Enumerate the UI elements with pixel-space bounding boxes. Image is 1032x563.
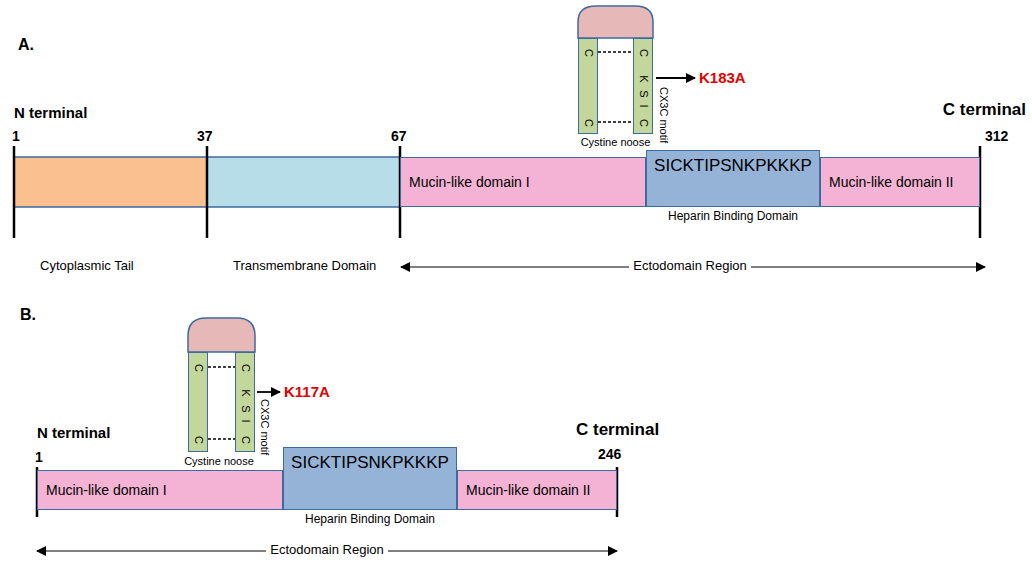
- residue-letter: K: [240, 389, 251, 396]
- mucin-domain-box: Mucin-like domain II: [457, 470, 617, 510]
- domain-label: Mucin-like domain I: [46, 482, 167, 499]
- residue-letter: C: [638, 49, 649, 57]
- terminus-label: C terminal: [576, 420, 659, 440]
- residue-letter: I: [240, 419, 251, 422]
- residue-number: 37: [197, 128, 213, 144]
- disulfide-bond: [208, 438, 235, 439]
- transmembrane-box: [207, 157, 400, 207]
- terminus-label: N terminal: [37, 424, 110, 441]
- region-label: Ectodomain Region: [266, 543, 387, 558]
- mucin-domain-box: Mucin-like domain I: [37, 470, 283, 510]
- mutation-label: K117A: [284, 383, 330, 400]
- cysteine-strand: CC: [578, 38, 598, 134]
- residue-number: 67: [391, 128, 407, 144]
- boundary-tick: [13, 146, 16, 238]
- mucin-domain-box: Mucin-like domain II: [820, 157, 980, 207]
- domain-label: Mucin-like domain I: [409, 174, 530, 191]
- residue-letter: S: [638, 90, 649, 97]
- domain-label: Mucin-like domain II: [829, 174, 954, 191]
- cytoplasmic-box: [14, 157, 207, 207]
- domain-label: Cytoplasmic Tail: [40, 259, 134, 274]
- residue-letter: C: [638, 119, 649, 127]
- terminus-label: N terminal: [14, 104, 87, 121]
- domain-label: Mucin-like domain II: [466, 482, 591, 499]
- sequence-text: SICKTIPSNKPKKKP: [291, 453, 449, 473]
- terminus-label: C terminal: [943, 100, 1026, 120]
- residue-letter: C: [240, 436, 251, 444]
- noose-label: Cystine noose: [184, 455, 254, 468]
- motif-label: CX3C motif: [657, 87, 670, 143]
- residue-number: 1: [12, 128, 20, 144]
- mucin-domain-box: Mucin-like domain I: [400, 157, 646, 207]
- cysteine-strand: C K S I C: [633, 38, 653, 134]
- residue-letter: C: [193, 364, 204, 372]
- residue-letter: I: [638, 104, 649, 107]
- panel-letter: B.: [20, 306, 36, 324]
- residue-letter: C: [193, 436, 204, 444]
- sequence-text: SICKTIPSNKPKKKP: [654, 156, 812, 176]
- disulfide-bond: [208, 366, 235, 367]
- disulfide-bond: [598, 51, 633, 52]
- residue-number: 246: [598, 446, 621, 462]
- mutation-arrow: [656, 77, 695, 79]
- residue-letter: C: [583, 49, 594, 57]
- mutation-arrow: [257, 391, 280, 393]
- motif-label: CX3C motif: [258, 399, 271, 455]
- noose-label: Cystine noose: [581, 136, 651, 149]
- domain-label: Transmembrane Domain: [233, 259, 376, 274]
- disulfide-bond: [598, 121, 633, 122]
- domain-label: Heparin Binding Domain: [668, 209, 798, 223]
- residue-letter: S: [240, 405, 251, 412]
- panel-letter: A.: [18, 36, 34, 54]
- residue-letter: C: [583, 119, 594, 127]
- noose-cap: [578, 6, 653, 38]
- residue-number: 1: [35, 449, 43, 465]
- heparin-binding-box: SICKTIPSNKPKKKPHeparin Binding Domain: [283, 447, 457, 510]
- heparin-binding-box: SICKTIPSNKPKKKPHeparin Binding Domain: [646, 150, 820, 207]
- residue-letter: K: [638, 75, 649, 82]
- cysteine-strand: C K S I C: [235, 352, 255, 452]
- mutation-label: K183A: [699, 69, 746, 86]
- noose-cap: [188, 318, 255, 352]
- boundary-tick: [206, 146, 209, 238]
- cysteine-strand: CC: [188, 352, 208, 452]
- region-label: Ectodomain Region: [629, 259, 750, 274]
- residue-letter: C: [240, 364, 251, 372]
- domain-label: Heparin Binding Domain: [305, 512, 435, 526]
- residue-number: 312: [985, 128, 1008, 144]
